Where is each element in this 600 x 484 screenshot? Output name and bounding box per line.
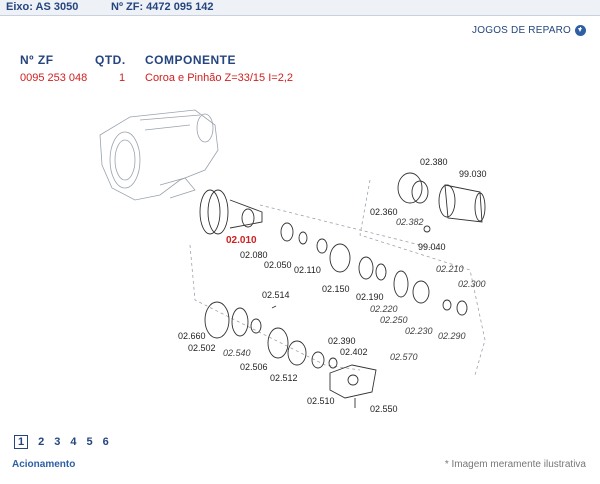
part-label[interactable]: 02.382 <box>396 217 424 227</box>
part-label[interactable]: 02.506 <box>240 362 268 372</box>
row-qtd: 1 <box>119 72 126 84</box>
page-link-5[interactable]: 5 <box>86 436 93 448</box>
part-label[interactable]: 02.220 <box>370 304 398 314</box>
part-label-highlight[interactable]: 02.010 <box>226 235 257 246</box>
download-circle-icon <box>575 25 586 36</box>
page-link-3[interactable]: 3 <box>54 436 61 448</box>
part-label[interactable]: 02.540 <box>223 348 251 358</box>
part-label[interactable]: 02.502 <box>188 343 216 353</box>
col-header-componente: COMPONENTE <box>145 53 237 67</box>
part-label[interactable]: 02.402 <box>340 347 368 357</box>
page-link-2[interactable]: 2 <box>38 436 45 448</box>
parts-drawing <box>199 172 486 408</box>
part-label[interactable]: 02.150 <box>322 284 350 294</box>
part-labels: 02.380 99.030 02.360 02.382 99.040 02.01… <box>178 157 487 414</box>
part-label[interactable]: 02.230 <box>405 326 433 336</box>
jogos-de-reparo-link[interactable]: JOGOS DE REPARO <box>472 25 586 36</box>
col-header-nzf: Nº ZF <box>20 53 54 67</box>
part-label[interactable]: 02.512 <box>270 373 298 383</box>
exploded-diagram: 02.380 99.030 02.360 02.382 99.040 02.01… <box>99 109 487 414</box>
part-label[interactable]: 02.250 <box>380 315 408 325</box>
part-label[interactable]: 02.190 <box>356 292 384 302</box>
part-label[interactable]: 02.570 <box>390 352 418 362</box>
part-label[interactable]: 02.514 <box>262 290 290 300</box>
row-componente: Coroa e Pinhão Z=33/15 I=2,2 <box>145 72 293 84</box>
part-label[interactable]: 02.360 <box>370 207 398 217</box>
imagem-ilustrativa-note: * Imagem meramente ilustrativa <box>444 459 586 470</box>
guide-lines <box>189 179 486 376</box>
pager: 1 2 3 4 5 6 <box>14 435 119 449</box>
acionamento-link[interactable]: Acionamento <box>12 459 76 470</box>
part-label[interactable]: 02.290 <box>438 331 466 341</box>
page-link-4[interactable]: 4 <box>70 436 77 448</box>
part-label[interactable]: 02.380 <box>420 157 448 167</box>
eixo-label: Eixo: AS 3050 <box>6 1 79 13</box>
part-label[interactable]: 02.510 <box>307 396 335 406</box>
housing-outline <box>99 109 219 201</box>
part-label[interactable]: 99.030 <box>459 169 487 179</box>
part-label[interactable]: 02.080 <box>240 250 268 260</box>
part-label[interactable]: 02.550 <box>370 404 398 414</box>
part-label[interactable]: 02.210 <box>436 264 464 274</box>
part-label[interactable]: 02.660 <box>178 331 206 341</box>
col-header-qtd: QTD. <box>95 53 126 67</box>
top-bar: Eixo: AS 3050 Nº ZF: 4472 095 142 <box>0 0 600 16</box>
part-label[interactable]: 02.300 <box>458 279 486 289</box>
row-nzf: 0095 253 048 <box>20 72 88 84</box>
page-link-6[interactable]: 6 <box>102 436 109 448</box>
page-link-1[interactable]: 1 <box>14 435 29 449</box>
nzf-label: Nº ZF: 4472 095 142 <box>111 1 214 13</box>
jogos-de-reparo-label: JOGOS DE REPARO <box>472 25 571 36</box>
part-label[interactable]: 02.390 <box>328 336 356 346</box>
part-label[interactable]: 02.110 <box>294 265 321 275</box>
part-label[interactable]: 99.040 <box>418 242 446 252</box>
part-label[interactable]: 02.050 <box>264 260 292 270</box>
